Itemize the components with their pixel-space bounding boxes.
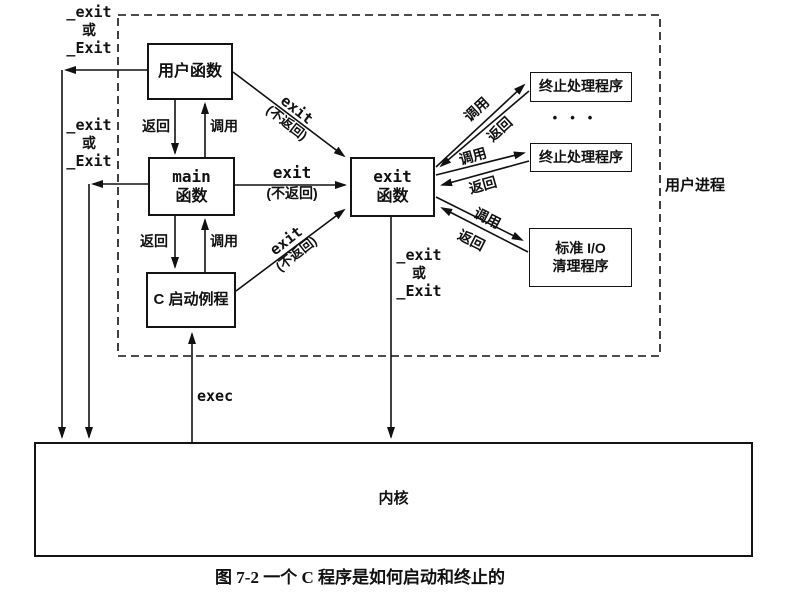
stdio-cleanup-line1: 标准 I/O [555,240,606,256]
exit-or-label-top: _exit 或 _Exit [60,3,118,58]
arrow-stdio-return-exitfn [440,207,529,253]
or-text: 或 [82,21,96,38]
underscore-exit-text: _exit [66,116,112,134]
figure-caption: 图 7-2 一个 C 程序是如何启动和终止的 [215,568,505,587]
arrow-exitfn-call-handler1 [435,83,526,168]
user-process-label: 用户进程 [665,177,726,194]
underscore-Exit-text: _Exit [66,152,112,171]
call-label-main-cstartup: 调用 [210,233,238,249]
no-return-label-main: (不返回) [266,185,318,201]
call-label-userfn-main: 调用 [210,118,238,134]
arrow-handler2-return-exitfn [440,160,530,187]
arrow-userfn-exitfn [232,71,346,158]
arrow-handler1-return-exitfn [439,90,530,168]
exit-function-box: exit 函数 [350,157,435,217]
c-startup-routine-box: C 启动例程 [146,272,236,328]
user-functions-box: 用户函数 [147,43,233,100]
arrow-cstartup-exitfn [235,208,346,292]
exit-or-label-center: _exit 或 _Exit [392,246,446,301]
exit-function-suffix: 函数 [376,188,409,205]
underscore-exit-text: _exit [66,3,112,21]
main-function-name: main [172,166,211,186]
or-text: 或 [82,134,96,151]
return-label-userfn-main: 返回 [142,118,170,134]
stdio-cleanup-line2: 清理程序 [552,257,609,274]
exec-label: exec [197,387,234,405]
exit-handler-1-box: 终止处理程序 [530,72,632,102]
stdio-cleanup-box: 标准 I/O 清理程序 [529,228,632,287]
exit-handler-2-label: 终止处理程序 [539,148,623,165]
arrow-exitfn-call-handler2 [435,151,526,176]
arrow-exitfn-call-stdio [435,196,524,241]
exit-handler-2-box: 终止处理程序 [530,143,632,172]
main-function-box: main 函数 [148,157,235,216]
underscore-Exit-text: _Exit [396,282,442,301]
underscore-exit-text: _exit [396,246,442,264]
or-text: 或 [412,264,426,281]
ellipsis-dots: ••• [552,110,606,125]
main-function-suffix: 函数 [175,187,208,205]
kernel-label: 内核 [378,490,409,508]
return-label-main-cstartup: 返回 [140,233,168,249]
exit-handler-1-label: 终止处理程序 [539,78,623,95]
user-functions-label: 用户函数 [157,62,222,80]
kernel-box: 内核 [34,442,753,557]
c-startup-routine-label: C 启动例程 [153,290,229,308]
exit-call-label-main: exit [272,163,312,182]
exit-or-label-middle: _exit 或 _Exit [60,116,118,171]
exit-function-name: exit [373,167,412,186]
underscore-Exit-text: _Exit [66,39,112,58]
